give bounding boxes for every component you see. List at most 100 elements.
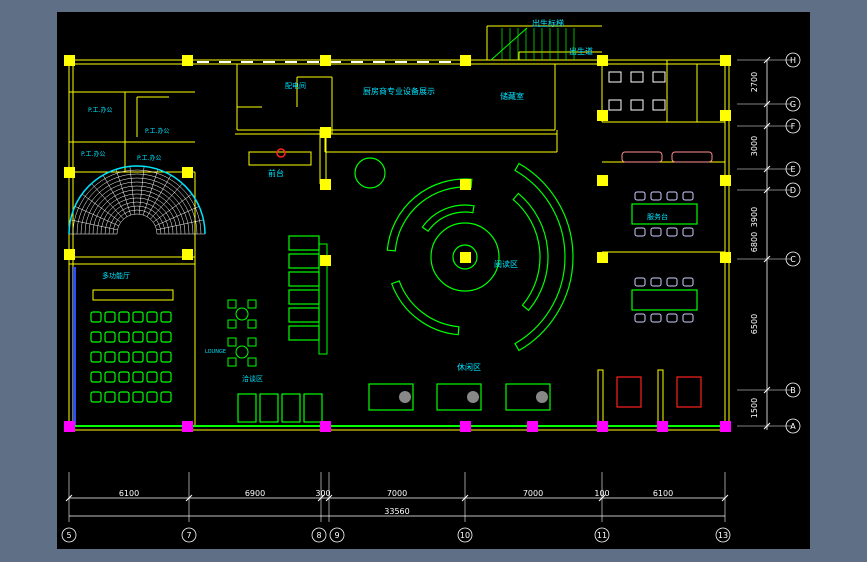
structural-column: [460, 252, 471, 263]
grid-bubble: [311, 527, 327, 543]
dimension-tick: [763, 186, 771, 194]
meeting-room-blue-wall: [73, 267, 76, 425]
meeting-chair: [132, 391, 144, 403]
stair-diagonal: [490, 27, 528, 61]
office-chair: [634, 191, 646, 201]
meeting-chair: [104, 391, 116, 403]
structural-column: [460, 179, 471, 190]
spiral-stair-arc: [116, 213, 158, 235]
grid-bubble: [715, 527, 731, 543]
toilet-fixture: [608, 99, 622, 111]
office-desk-cluster: [631, 203, 698, 225]
structural-column: [720, 55, 731, 66]
structural-column: [720, 175, 731, 186]
office2-label: P.工.办公: [145, 127, 170, 135]
reception-icon: [276, 148, 286, 158]
spiral-stair-tread: [150, 183, 183, 220]
structural-column: [182, 167, 193, 178]
office-chair: [634, 313, 646, 323]
lounge-sofa: [237, 393, 257, 423]
dimension-text: 3900: [750, 207, 759, 227]
small-room-label: 配电间: [285, 81, 306, 90]
grid-bubble-label: 8: [316, 531, 321, 540]
toilet-fixture: [630, 71, 644, 83]
office-chair: [650, 191, 662, 201]
spiral-stair-tread: [91, 183, 124, 220]
grid-bubble: [594, 527, 610, 543]
dimension-tick: [763, 100, 771, 108]
dimension-text: 6100: [119, 489, 139, 498]
dimension-tick: [598, 494, 606, 502]
toilet-fixture: [608, 71, 622, 83]
meeting-chair: [104, 371, 116, 383]
dimension-tick: [763, 386, 771, 394]
leisure-table-marker: [536, 391, 548, 403]
structural-column: [64, 421, 75, 432]
spiral-stair-arc: [96, 193, 178, 235]
stair-top-label: 出生标梯: [532, 18, 564, 28]
structural-column: [64, 55, 75, 66]
spiral-stair-tread: [115, 169, 132, 216]
red-chair-set: [616, 376, 642, 408]
toilet-fixture: [630, 99, 644, 111]
office-chair: [634, 277, 646, 287]
office1-label: P.工.办公: [88, 106, 113, 114]
leisure-table-marker: [467, 391, 479, 403]
grid-bubble-label: 5: [66, 531, 71, 540]
stair-top-label-2: 出生道: [569, 46, 593, 56]
structural-column: [320, 421, 331, 432]
display-room-label: 厨房商专业设备展示: [363, 86, 435, 96]
grid-bubble-label: 10: [460, 531, 470, 540]
front-desk-label: 前台: [268, 168, 284, 178]
structural-column: [597, 175, 608, 186]
office-chair: [650, 277, 662, 287]
structural-column: [320, 55, 331, 66]
meeting-chair: [146, 311, 158, 323]
rest-area-label: 洽谈区: [242, 374, 263, 383]
sofa-seat: [288, 307, 320, 323]
structural-column: [597, 110, 608, 121]
sofa-seat: [288, 325, 320, 341]
dimension-text: 1500: [750, 398, 759, 418]
sofa-seat: [288, 271, 320, 287]
meeting-chair: [146, 391, 158, 403]
meeting-chair: [118, 351, 130, 363]
meeting-chair: [104, 351, 116, 363]
grid-bubble-label: A: [790, 422, 796, 431]
spiral-stair-arc: [104, 201, 170, 235]
office-desk-cluster: [631, 289, 698, 311]
grid-bubble: [457, 527, 473, 543]
reading-arc-shelf: [512, 192, 549, 312]
grid-bubble-label: H: [790, 56, 796, 65]
reading-area-label: 阅读区: [494, 259, 518, 269]
meeting-chair: [118, 311, 130, 323]
reading-arc-shelf: [390, 280, 460, 336]
reading-arc-shelf: [386, 178, 473, 252]
structural-column: [64, 249, 75, 260]
office-chair: [682, 191, 694, 201]
leisure-table-marker: [399, 391, 411, 403]
meeting-chair: [132, 311, 144, 323]
structural-column: [320, 179, 331, 190]
meeting-chair: [160, 371, 172, 383]
toilet-fixture: [652, 99, 666, 111]
furniture-layer: [68, 71, 713, 427]
grid-bubble: [329, 527, 345, 543]
lounge-label: LOUNGE: [205, 349, 226, 355]
dimension-text: 2700: [750, 72, 759, 92]
dimension-tick: [461, 494, 469, 502]
structural-column: [657, 421, 668, 432]
office-chair: [682, 277, 694, 287]
spiral-stair-arc: [100, 197, 174, 235]
lounge-chair: [227, 337, 237, 347]
dimension-tick: [763, 56, 771, 64]
lounge-sofa: [259, 393, 279, 423]
lounge-chair: [247, 337, 257, 347]
grid-bubble: [181, 527, 197, 543]
spiral-stair-tread: [129, 166, 136, 215]
dimension-text: 300: [315, 489, 330, 498]
meeting-chair: [132, 371, 144, 383]
